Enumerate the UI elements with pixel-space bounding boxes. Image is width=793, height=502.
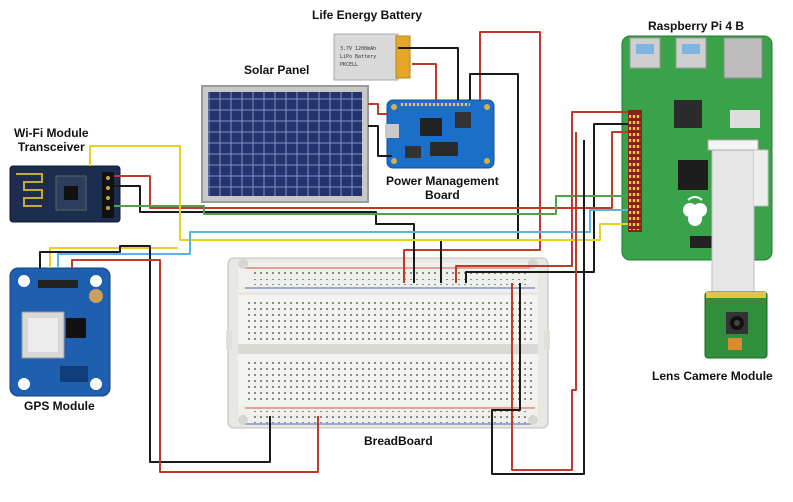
wire-power-red-bb — [403, 31, 541, 283]
wire-battery-black — [398, 47, 459, 100]
wire-gps-yellow — [49, 247, 178, 268]
wire-gps-red — [71, 259, 319, 473]
wire-solar-red — [368, 103, 387, 115]
battery: 3.7V 1200mAh LiPo Battery PKCELL — [333, 33, 411, 81]
gps-module — [9, 267, 111, 397]
wire-bb-pi-black — [465, 123, 628, 283]
wires — [39, 31, 628, 475]
label-solar-panel: Solar Panel — [244, 63, 310, 77]
solar-panel — [201, 85, 369, 203]
wire-bb-pi-red — [455, 111, 628, 283]
label-breadboard: BreadBoard — [364, 434, 433, 448]
breadboard — [226, 257, 550, 429]
wire-bb-right-red — [511, 132, 577, 471]
raspberry-logo — [683, 196, 707, 226]
wire-gps-black — [39, 245, 271, 463]
battery-print-2: LiPo Battery — [340, 54, 376, 60]
wire-bb-right-black — [491, 140, 585, 475]
wire-battery-red — [412, 63, 437, 100]
wire-wifi-green — [114, 195, 628, 215]
ribbon-cable — [707, 139, 769, 295]
camera-module — [704, 291, 768, 359]
wire-gps-blue — [57, 209, 628, 268]
wire-wifi-black — [114, 185, 415, 283]
wire-solar-black — [368, 125, 392, 157]
wire-wifi-red — [114, 131, 628, 209]
wifi-module — [9, 165, 121, 223]
label-gps-module: GPS Module — [24, 399, 95, 413]
battery-print-3: PKCELL — [340, 62, 358, 68]
label-raspberry-pi: Raspberry Pi 4 B — [648, 19, 745, 33]
wire-wifi-yellow — [89, 145, 628, 241]
label-power-board: Power Management Board — [386, 174, 499, 202]
power-management-board — [385, 99, 495, 169]
label-camera-module: Lens Camere Module — [652, 369, 773, 383]
label-wifi-module: Wi-Fi Module Transceiver — [14, 126, 89, 154]
label-battery: Life Energy Battery — [312, 8, 423, 22]
battery-print-1: 3.7V 1200mAh — [340, 46, 376, 52]
wire-power-black-bb — [440, 73, 519, 283]
